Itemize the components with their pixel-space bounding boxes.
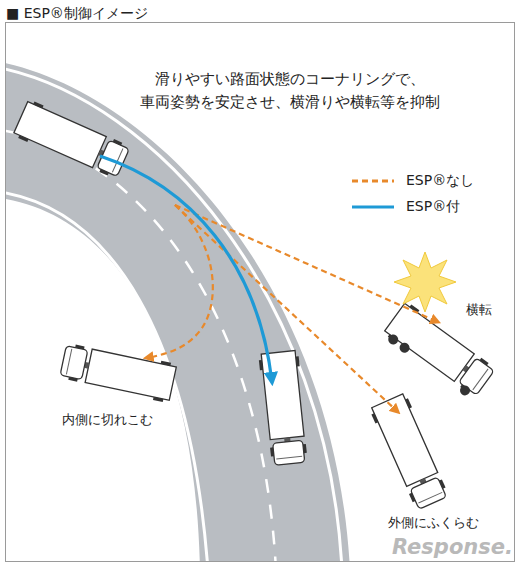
outward-label: 外側にふくらむ <box>388 513 479 533</box>
path-with-esp <box>100 156 272 382</box>
figure-title: ■ ESP®制御イメージ <box>6 3 148 24</box>
description-note: 滑りやすい路面状態のコーナリングで、 車両姿勢を安定させ、横滑りや横転等を抑制 <box>125 68 455 113</box>
legend-sample <box>350 175 396 187</box>
legend-text: ESP®付 <box>406 198 460 216</box>
rollover-label: 横転 <box>466 300 492 320</box>
legend-row: ESP®なし <box>350 172 474 190</box>
paths-without-esp <box>146 205 438 412</box>
impact-star <box>394 252 456 312</box>
legend-sample <box>350 201 396 213</box>
watermark: Response. <box>392 532 513 564</box>
inward-label: 内側に切れこむ <box>62 410 153 430</box>
road <box>6 62 350 561</box>
legend-row: ESP®付 <box>350 198 460 216</box>
legend-text: ESP®なし <box>406 172 474 190</box>
trucks <box>13 99 497 511</box>
